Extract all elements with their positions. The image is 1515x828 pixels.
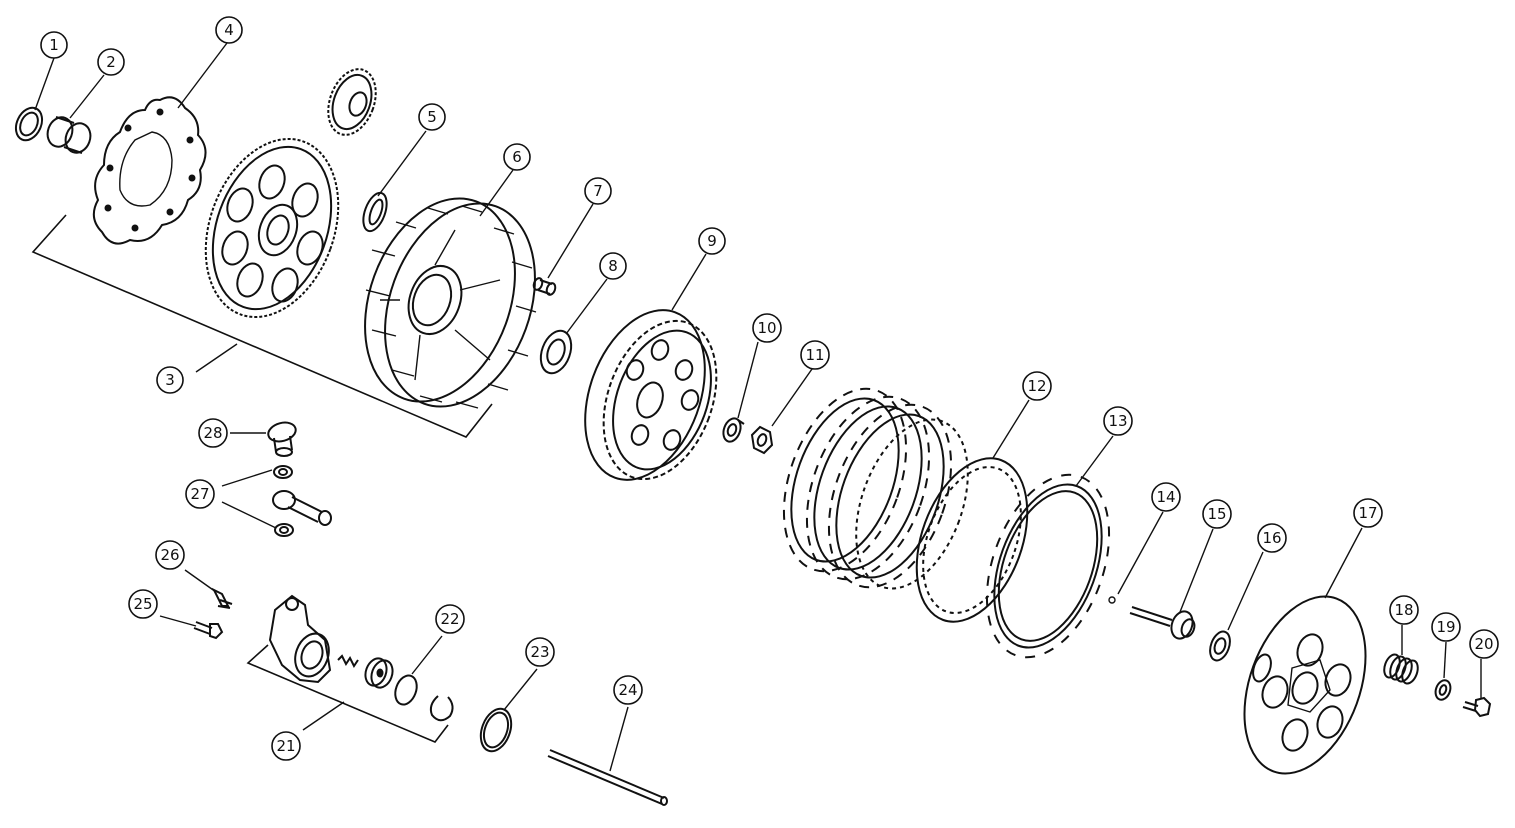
part-13-friction-plate [985, 473, 1111, 659]
part-15-pushrod [1129, 606, 1196, 640]
callouts: 1 2 3 4 5 6 7 8 9 10 11 [40, 16, 1499, 761]
part-11-nut [750, 425, 774, 455]
callout-11-label: 11 [805, 346, 824, 364]
callout-28-label: 28 [203, 424, 222, 442]
callout-2-label: 2 [106, 53, 116, 71]
part-26-bleed-screw [211, 587, 233, 609]
callout-21-label: 21 [276, 737, 295, 755]
leader-lines [34, 42, 1482, 772]
callout-16: 16 [1257, 523, 1287, 553]
callout-14-label: 14 [1156, 488, 1175, 506]
callout-1: 1 [40, 31, 68, 59]
part-1-ring [14, 106, 44, 142]
callout-12: 12 [1022, 371, 1052, 401]
callout-14: 14 [1151, 482, 1181, 512]
part-2-bushing [46, 116, 92, 154]
part-19-washer [1434, 679, 1452, 701]
callout-28: 28 [198, 418, 228, 448]
circlip [429, 695, 454, 722]
part-22-seal [394, 674, 418, 706]
part-5-clip [362, 191, 388, 233]
callout-13-label: 13 [1108, 412, 1127, 430]
part-21-small-spring [337, 654, 359, 668]
part-28-banjo-bolt [267, 421, 297, 457]
callout-18: 18 [1389, 595, 1419, 625]
callout-10-label: 10 [757, 319, 776, 337]
callout-23-label: 23 [530, 643, 549, 661]
part-14-ball [1108, 596, 1116, 604]
callout-8-label: 8 [608, 257, 618, 275]
callout-18-label: 18 [1394, 601, 1413, 619]
callout-10: 10 [752, 313, 782, 343]
part-9-inner-hub [584, 309, 718, 481]
callout-19: 19 [1431, 612, 1461, 642]
callout-27: 27 [185, 479, 215, 509]
part-20-bolt [1462, 696, 1492, 718]
callout-25: 25 [128, 589, 158, 619]
callout-4-label: 4 [224, 21, 234, 39]
callout-3-label: 3 [165, 371, 175, 389]
callout-24: 24 [613, 675, 643, 705]
clutch-plate-stack [782, 387, 969, 590]
callout-25-label: 25 [133, 595, 152, 613]
callout-17-label: 17 [1358, 504, 1377, 522]
callout-4: 4 [215, 16, 243, 44]
part-16-washer [1209, 630, 1231, 662]
part-18-spring [1383, 653, 1419, 685]
callout-5: 5 [418, 103, 446, 131]
callout-2: 2 [97, 48, 125, 76]
callout-17: 17 [1353, 498, 1383, 528]
callout-15: 15 [1202, 499, 1232, 529]
callout-6-label: 6 [512, 148, 522, 166]
callout-11: 11 [800, 340, 830, 370]
part-7-pin [532, 277, 557, 296]
callout-3: 3 [156, 366, 184, 394]
callout-20: 20 [1469, 629, 1499, 659]
callout-22: 22 [435, 604, 465, 634]
callout-24-label: 24 [618, 681, 637, 699]
pinion-gear [327, 68, 377, 136]
callout-13: 13 [1103, 406, 1133, 436]
callout-12-label: 12 [1027, 377, 1046, 395]
callout-22-label: 22 [440, 610, 459, 628]
callout-15-label: 15 [1207, 505, 1226, 523]
bracket-21 [246, 644, 449, 743]
callout-27-label: 27 [190, 485, 209, 503]
callout-23: 23 [525, 637, 555, 667]
part-21-piston [364, 657, 394, 689]
part-6-clutch-basket [364, 197, 537, 409]
callout-8: 8 [599, 252, 627, 280]
callout-9-label: 9 [707, 232, 717, 250]
callout-26: 26 [155, 540, 185, 570]
bracket-3 [31, 214, 493, 438]
part-23-o-ring [479, 707, 513, 753]
parts-layer [14, 68, 1492, 806]
part-12-steel-plate [915, 457, 1029, 623]
callout-16-label: 16 [1262, 529, 1281, 547]
callout-26-label: 26 [160, 546, 179, 564]
callout-20-label: 20 [1474, 635, 1493, 653]
primary-gear [204, 137, 340, 319]
callout-5-label: 5 [427, 108, 437, 126]
part-21-slave-cylinder [268, 594, 332, 684]
callout-1-label: 1 [49, 36, 59, 54]
part-8-washer [539, 329, 573, 375]
part-24-pushrod [547, 749, 668, 806]
part-25-bolt [193, 621, 224, 640]
part-10-lock-washer [722, 417, 745, 443]
callout-21: 21 [271, 731, 301, 761]
callout-7-label: 7 [593, 182, 603, 200]
callout-9: 9 [698, 227, 726, 255]
part-17-pressure-plate [1243, 595, 1367, 775]
callout-7: 7 [584, 177, 612, 205]
callout-19-label: 19 [1436, 618, 1455, 636]
part-4-lobed-plate [92, 96, 207, 245]
callout-6: 6 [503, 143, 531, 171]
part-27-banjo-fitting [272, 465, 332, 537]
